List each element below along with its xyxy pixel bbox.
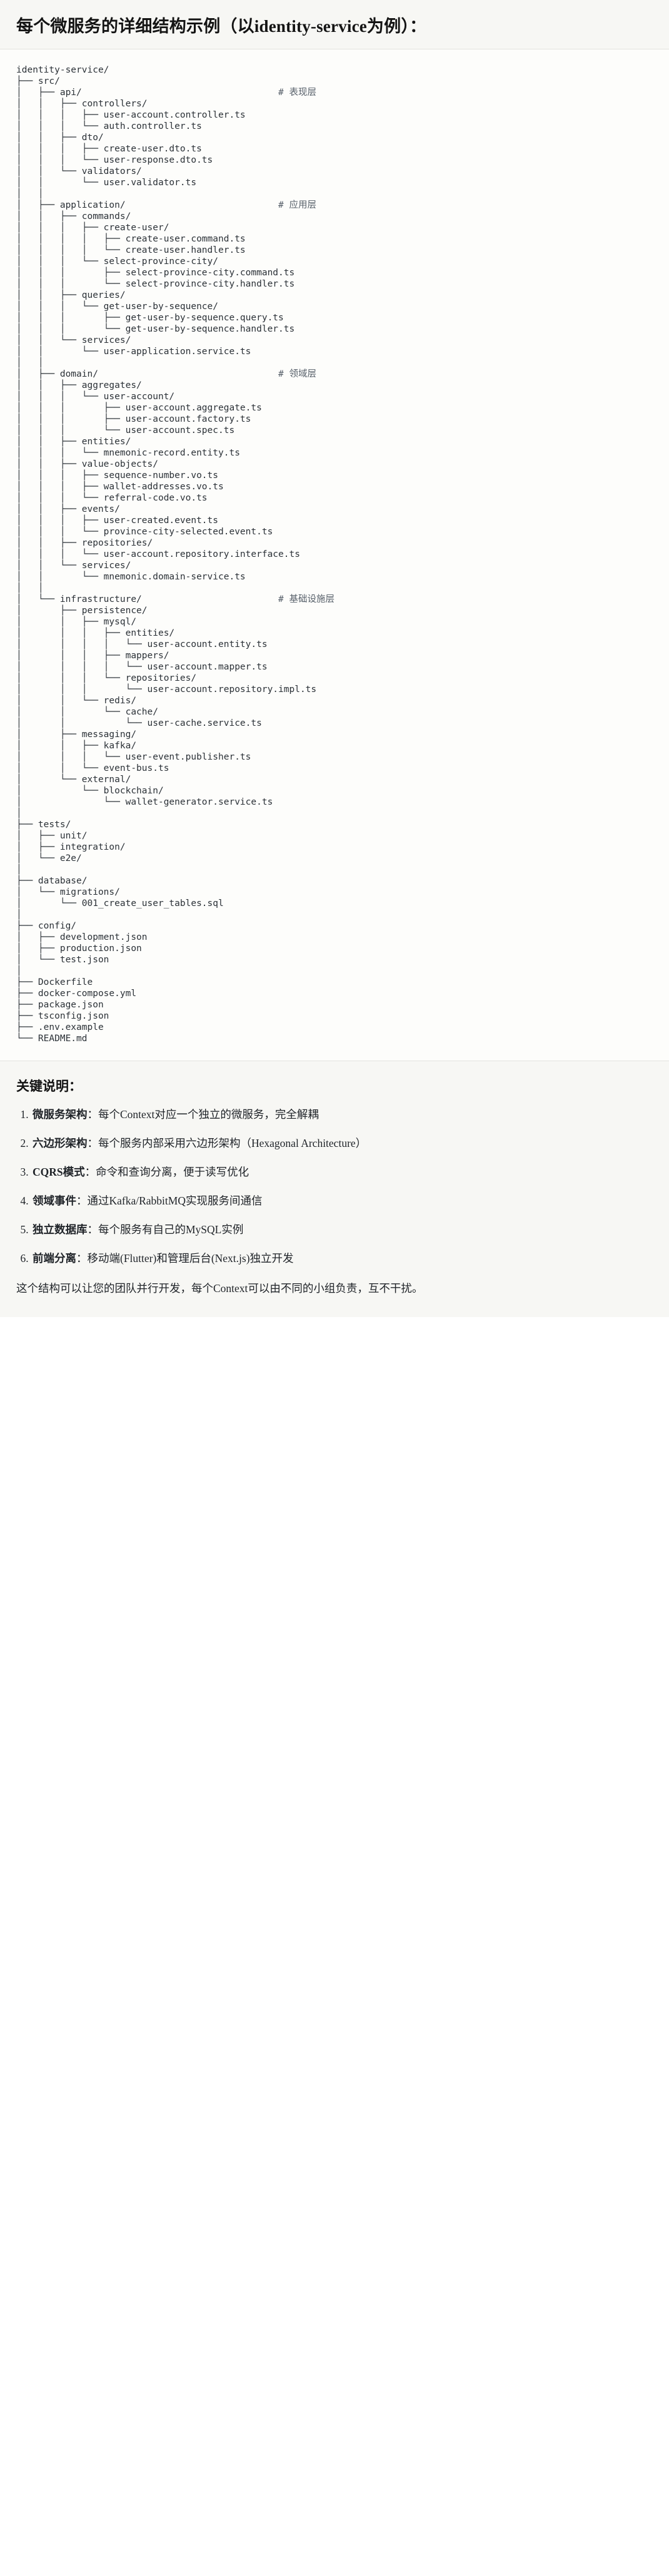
key-point-term: 前端分离 xyxy=(33,1252,76,1265)
key-point-desc: ：命令和查询分离，便于读写优化 xyxy=(84,1166,249,1178)
list-item: 领域事件：通过Kafka/RabbitMQ实现服务间通信 xyxy=(31,1193,653,1209)
key-point-term: 六边形架构 xyxy=(33,1136,88,1149)
list-item: 独立数据库：每个服务有自己的MySQL实例 xyxy=(31,1221,653,1238)
directory-tree-text: identity-service/ ├── src/ │ ├── api/ # … xyxy=(16,64,334,1044)
key-point-term: 领域事件 xyxy=(33,1194,76,1208)
tree-comment: # 表现层 xyxy=(278,87,316,98)
list-item: 六边形架构：每个服务内部采用六边形架构（Hexagonal Architectu… xyxy=(31,1135,653,1152)
key-points-list: 微服务架构：每个Context对应一个独立的微服务，完全解耦 六边形架构：每个服… xyxy=(16,1106,653,1268)
directory-tree: identity-service/ ├── src/ │ ├── api/ # … xyxy=(16,64,653,1044)
key-point-term: 微服务架构 xyxy=(33,1107,88,1121)
list-item: 前端分离：移动端(Flutter)和管理后台(Next.js)独立开发 xyxy=(31,1250,653,1267)
list-item: 微服务架构：每个Context对应一个独立的微服务，完全解耦 xyxy=(31,1106,653,1123)
directory-tree-block: identity-service/ ├── src/ │ ├── api/ # … xyxy=(0,49,669,1061)
closing-paragraph: 这个结构可以让您的团队并行开发，每个Context可以由不同的小组负责，互不干扰… xyxy=(16,1281,423,1295)
key-point-desc: ：移动端(Flutter)和管理后台(Next.js)独立开发 xyxy=(76,1252,294,1265)
key-points-section: 关键说明： 微服务架构：每个Context对应一个独立的微服务，完全解耦 六边形… xyxy=(0,1060,669,1317)
tree-comment: # 应用层 xyxy=(278,200,316,210)
document-header: 每个微服务的详细结构示例（以identity-service为例）： xyxy=(0,0,669,49)
list-item: CQRS模式：命令和查询分离，便于读写优化 xyxy=(31,1164,653,1181)
key-point-desc: ：每个Context对应一个独立的微服务，完全解耦 xyxy=(87,1107,319,1121)
key-point-term: CQRS模式 xyxy=(33,1166,85,1178)
tree-comment: # 领域层 xyxy=(278,369,316,379)
key-point-desc: ：每个服务内部采用六边形架构（Hexagonal Architecture） xyxy=(87,1136,367,1149)
key-points-title: 关键说明： xyxy=(16,1078,82,1094)
key-point-desc: ：每个服务有自己的MySQL实例 xyxy=(87,1223,244,1236)
document-page: 每个微服务的详细结构示例（以identity-service为例）： ident… xyxy=(0,0,669,1317)
page-title: 每个微服务的详细结构示例（以identity-service为例）： xyxy=(16,17,427,36)
key-point-term: 独立数据库 xyxy=(33,1223,88,1236)
tree-comment: # 基础设施层 xyxy=(278,594,334,604)
key-point-desc: ：通过Kafka/RabbitMQ实现服务间通信 xyxy=(76,1194,263,1208)
